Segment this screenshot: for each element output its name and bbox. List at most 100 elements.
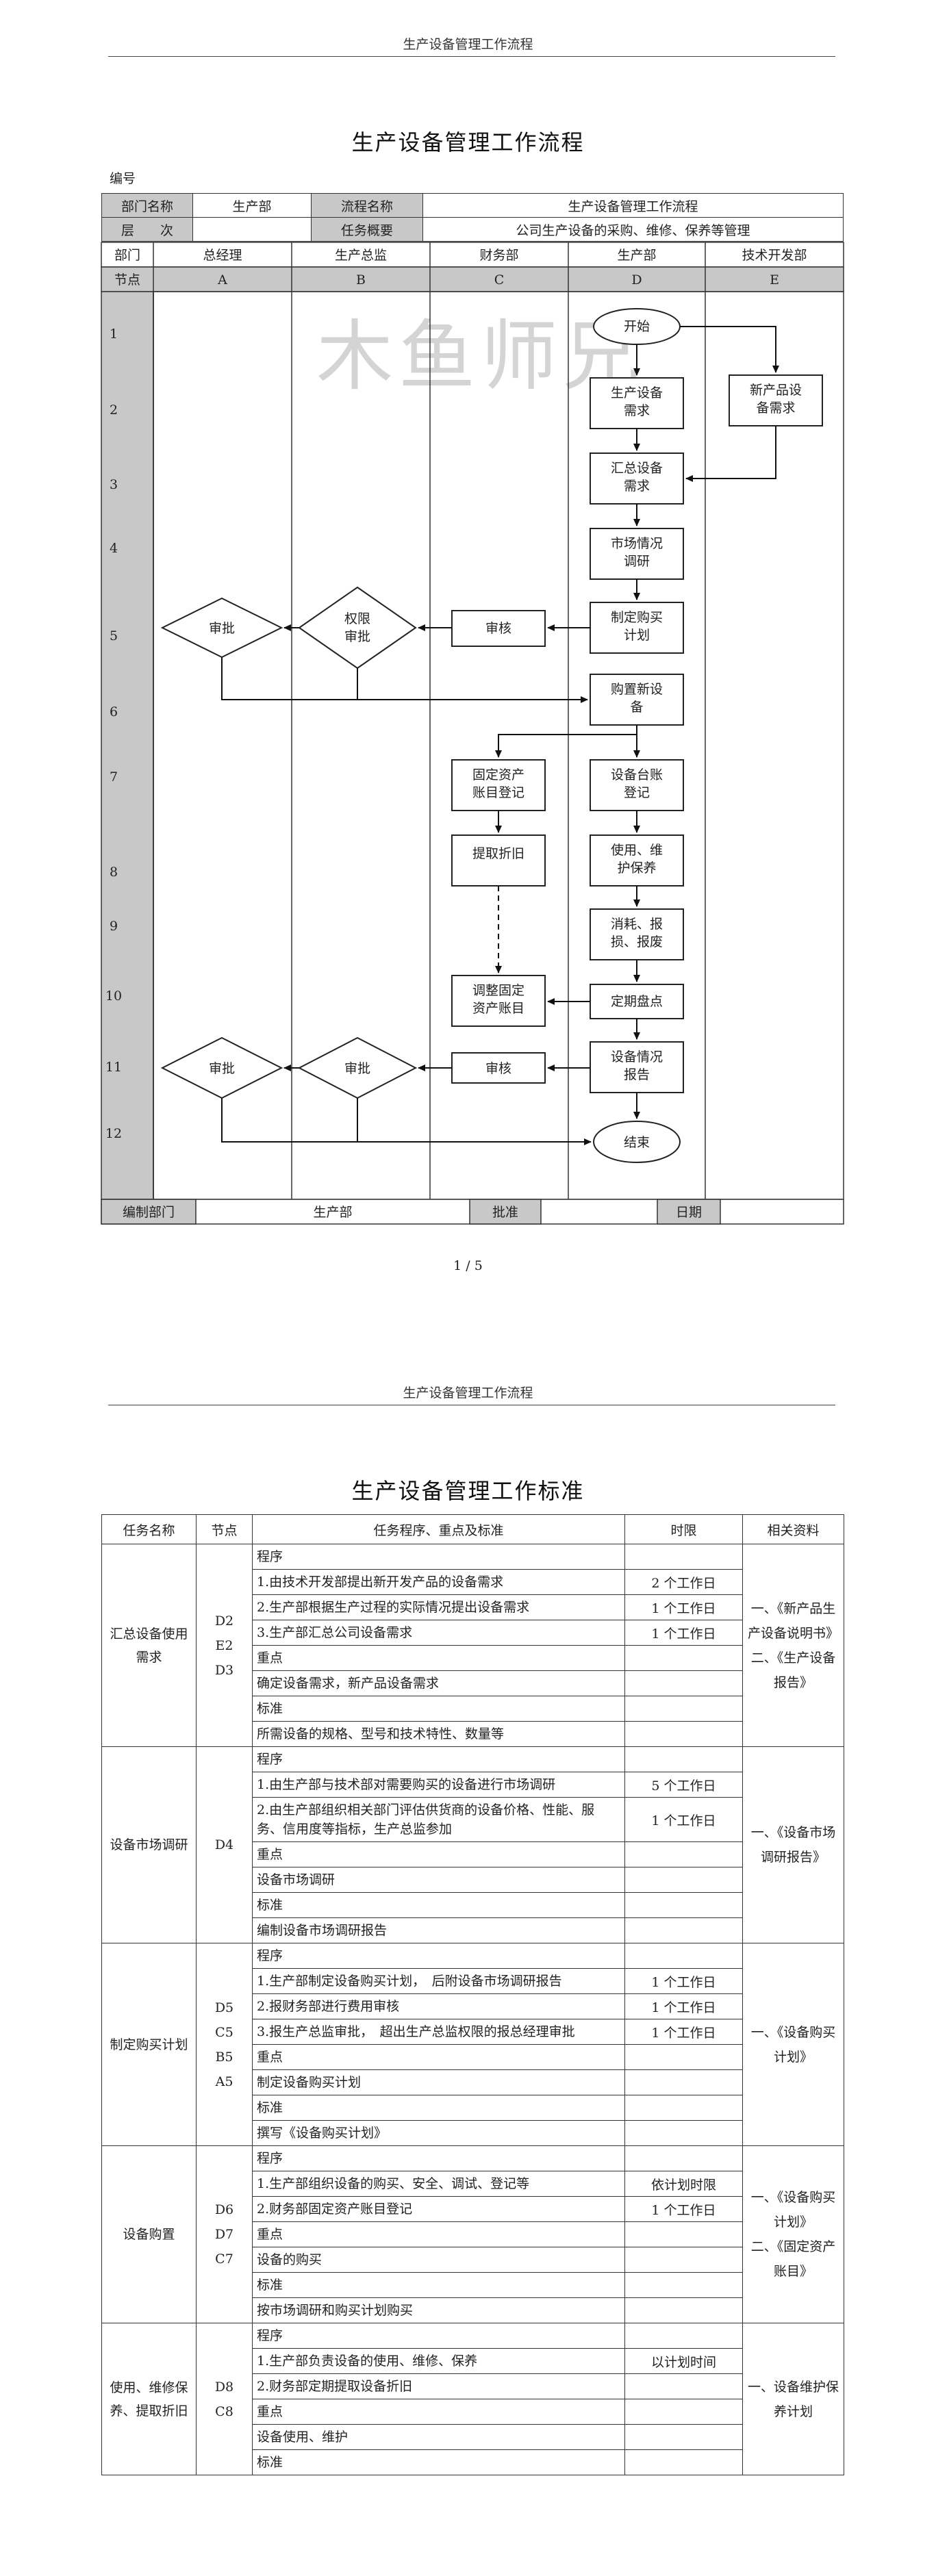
box-adjust xyxy=(451,975,546,1027)
table-row: 按市场调研和购买计划购买 xyxy=(102,2297,844,2323)
svg-text:审核: 审核 xyxy=(485,621,511,636)
svg-text:备: 备 xyxy=(630,700,643,715)
procedure-text: 确定设备需求，新产品设备需求 xyxy=(252,1670,625,1696)
task-nodes: D8 C8 xyxy=(196,2323,253,2475)
time-limit xyxy=(624,2272,743,2298)
info-table: 部门名称 生产部 流程名称 生产设备管理工作流程 层 次 任务概要 公司生产设备… xyxy=(101,193,844,242)
dept-c: 财务部 xyxy=(479,248,518,263)
table-row: 所需设备的规格、型号和技术特性、数量等 xyxy=(102,1721,844,1747)
procedure-text: 3.生产部汇总公司设备需求 xyxy=(252,1620,625,1646)
svg-text:账目登记: 账目登记 xyxy=(472,785,524,800)
table-row: 2.财务部定期提取设备折旧 xyxy=(102,2373,844,2399)
dept-b: 生产总监 xyxy=(335,248,387,263)
procedure-text: 按市场调研和购买计划购买 xyxy=(252,2297,625,2323)
time-limit xyxy=(624,1746,743,1772)
svg-text:审批: 审批 xyxy=(209,1061,235,1076)
procedure-text: 程序 xyxy=(252,2323,625,2349)
procedure-text: 3.报生产总监审批， 超出生产总监权限的报总经理审批 xyxy=(252,2019,625,2045)
time-limit: 2 个工作日 xyxy=(624,1569,743,1595)
diamond-authority xyxy=(298,586,417,669)
th-task: 任务名称 xyxy=(101,1514,197,1544)
level-label: 层 次 xyxy=(101,217,193,242)
time-limit xyxy=(624,1544,743,1570)
time-limit: 1 个工作日 xyxy=(624,2196,743,2222)
time-limit xyxy=(624,2221,743,2247)
svg-text:固定资产: 固定资产 xyxy=(472,767,524,782)
row-number: 8 xyxy=(110,865,118,880)
table-row: 设备使用、维护 xyxy=(102,2424,844,2450)
svg-text:审批: 审批 xyxy=(344,1061,370,1076)
time-limit: 5 个工作日 xyxy=(624,1772,743,1798)
svg-text:权限: 权限 xyxy=(344,611,370,626)
task-name: 设备市场调研 xyxy=(101,1746,197,1943)
level-value xyxy=(192,217,312,242)
time-limit xyxy=(624,2449,743,2475)
table-row: 编制设备市场调研报告 xyxy=(102,1917,844,1943)
box-summary xyxy=(590,452,684,505)
page-number: 1 / 5 xyxy=(453,1258,483,1273)
procedure-text: 重点 xyxy=(252,2044,625,2070)
procedure-text: 程序 xyxy=(252,1746,625,1772)
procedure-text: 标准 xyxy=(252,1696,625,1722)
box-plan xyxy=(590,602,684,654)
dept-col-label: 部门 xyxy=(114,248,140,263)
time-limit: 依计划时限 xyxy=(624,2171,743,2197)
th-docs: 相关资料 xyxy=(742,1514,844,1544)
prep-label: 编制部门 xyxy=(123,1205,175,1220)
procedure-text: 程序 xyxy=(252,2145,625,2171)
procedure-text: 标准 xyxy=(252,2449,625,2475)
svg-text:计划: 计划 xyxy=(624,628,650,643)
table-row: 标准 xyxy=(102,2095,844,2121)
svg-text:报告: 报告 xyxy=(624,1067,650,1082)
time-limit xyxy=(624,1917,743,1943)
page2-title: 生产设备管理工作标准 xyxy=(351,1478,585,1504)
svg-text:新产品设: 新产品设 xyxy=(750,383,802,398)
time-limit xyxy=(624,1721,743,1747)
page2-header: 生产设备管理工作流程 xyxy=(403,1386,533,1401)
svg-text:调整固定: 调整固定 xyxy=(472,983,524,998)
table-row: 确定设备需求，新产品设备需求 xyxy=(102,1670,844,1696)
time-limit xyxy=(624,1943,743,1969)
box-buy xyxy=(590,674,684,726)
svg-text:需求: 需求 xyxy=(624,403,650,418)
procedure-text: 设备市场调研 xyxy=(252,1867,625,1893)
procedure-text: 程序 xyxy=(252,1544,625,1570)
procedure-text: 2.由生产部组织相关部门评估供货商的设备价格、性能、服务、信用度等指标，生产总监… xyxy=(252,1797,625,1842)
procedure-text: 标准 xyxy=(252,1892,625,1918)
procedure-text: 1.生产部负责设备的使用、维修、保养 xyxy=(252,2348,625,2374)
time-limit: 1 个工作日 xyxy=(624,1620,743,1646)
procedure-text: 2.财务部固定资产账目登记 xyxy=(252,2196,625,2222)
row-number: 2 xyxy=(110,403,118,418)
related-docs: 一、设备维护保养计划 xyxy=(742,2323,844,2475)
procedure-text: 重点 xyxy=(252,1841,625,1867)
header-rule xyxy=(108,56,835,57)
svg-text:使用、维: 使用、维 xyxy=(611,843,663,858)
dept-a: 总经理 xyxy=(203,248,242,263)
procedure-text: 编制设备市场调研报告 xyxy=(252,1917,625,1943)
letter-e: E xyxy=(770,272,779,288)
procedure-text: 重点 xyxy=(252,2399,625,2425)
code-label: 编号 xyxy=(110,171,136,186)
svg-text:备需求: 备需求 xyxy=(756,400,795,416)
node-col-label: 节点 xyxy=(114,272,140,288)
row-number: 7 xyxy=(110,769,118,785)
time-limit: 1 个工作日 xyxy=(624,1594,743,1620)
time-limit xyxy=(624,2247,743,2273)
task-name: 制定购买计划 xyxy=(101,1943,197,2146)
procedure-text: 撰写《设备购买计划》 xyxy=(252,2120,625,2146)
time-limit xyxy=(624,2145,743,2171)
procedure-text: 2.财务部定期提取设备折旧 xyxy=(252,2373,625,2399)
row-number: 3 xyxy=(110,477,118,492)
svg-text:定期盘点: 定期盘点 xyxy=(611,994,663,1009)
summary-value: 公司生产设备的采购、维修、保养等管理 xyxy=(422,217,844,242)
task-nodes: D4 xyxy=(196,1746,253,1943)
svg-text:消耗、报: 消耗、报 xyxy=(611,917,663,932)
